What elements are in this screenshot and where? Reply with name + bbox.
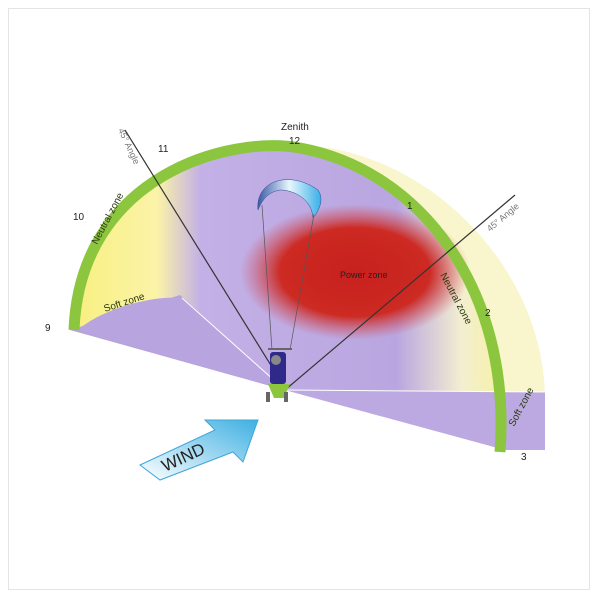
neutral-zone-arc bbox=[68, 140, 507, 453]
angle-line-left bbox=[124, 129, 286, 389]
image-frame bbox=[8, 8, 590, 590]
position-9: 9 bbox=[45, 323, 51, 334]
angle-label-left: 45° Angle bbox=[116, 127, 141, 166]
position-2: 2 bbox=[485, 308, 491, 319]
soft-zone-left-floor bbox=[78, 297, 285, 390]
position-12: 12 bbox=[289, 136, 301, 147]
zenith-label: Zenith bbox=[281, 122, 309, 133]
kiter-figure-icon bbox=[266, 348, 292, 402]
position-1: 1 bbox=[407, 201, 413, 212]
angle-line-right bbox=[284, 194, 516, 391]
position-11: 11 bbox=[158, 144, 169, 155]
wind-arrow-icon bbox=[139, 419, 259, 481]
floor-line bbox=[181, 297, 286, 391]
power-zone-label: Power zone bbox=[340, 270, 388, 280]
position-3: 3 bbox=[521, 452, 527, 463]
position-10: 10 bbox=[73, 212, 85, 223]
kite-icon bbox=[257, 179, 322, 351]
floor-edge-right bbox=[285, 390, 545, 450]
